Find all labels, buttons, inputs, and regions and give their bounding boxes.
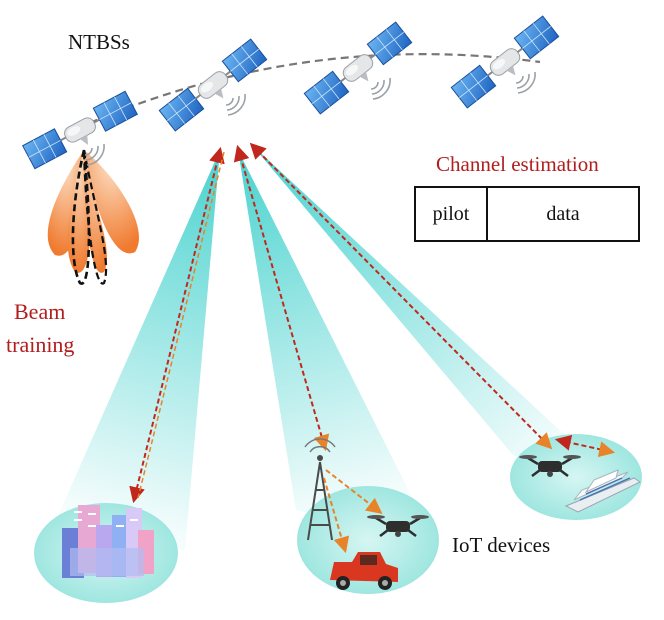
satellite-icon [450, 15, 563, 113]
iot-devices-label: IoT devices [452, 533, 551, 557]
beam-training-label: Beam training [6, 295, 74, 361]
beam-training-label-line2: training [6, 332, 75, 357]
city-icon [62, 505, 154, 578]
link-satellite-city [129, 146, 225, 504]
frame-data-cell: data [546, 202, 580, 225]
satellite-icon [303, 21, 416, 119]
beam-cone-tower [238, 150, 436, 545]
pilot-data-frame: pilot data [414, 186, 640, 242]
frame-pilot-cell: pilot [416, 188, 488, 240]
signal-waves-icon [515, 71, 536, 94]
coverage-disc-tower [297, 486, 439, 594]
tower-icon [304, 438, 336, 541]
orbit-path [77, 53, 541, 130]
channel-estimation-label: Channel estimation [436, 152, 599, 176]
link-tower-car [323, 477, 350, 554]
ntbs-label: NTBSs [68, 30, 130, 54]
signal-waves-icon [370, 77, 391, 100]
beam-training-lobes [47, 149, 139, 285]
link-satellite-ship [249, 142, 553, 450]
satellite-icon [158, 38, 271, 136]
car-icon [330, 552, 398, 590]
signal-waves-icon [225, 93, 246, 116]
beam-training-label-line1: Beam [14, 299, 66, 324]
link-drone-ship [554, 434, 616, 458]
link-satellite-city-orange [137, 151, 225, 499]
ship-icon [564, 469, 642, 513]
link-tower-drone [325, 469, 383, 514]
